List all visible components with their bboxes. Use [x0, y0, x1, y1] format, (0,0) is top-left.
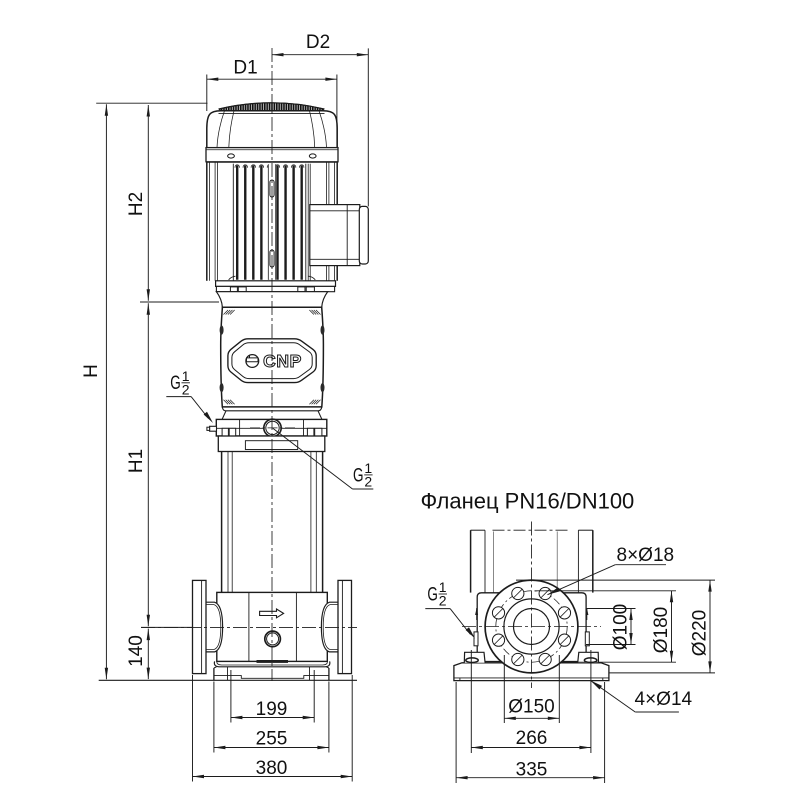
svg-text:G: G — [353, 465, 364, 486]
svg-text:H1: H1 — [126, 449, 147, 473]
svg-text:CNP: CNP — [263, 351, 302, 371]
svg-text:2: 2 — [182, 381, 190, 397]
svg-text:Ø220: Ø220 — [690, 610, 711, 656]
svg-text:G: G — [427, 584, 438, 605]
svg-text:255: 255 — [256, 729, 288, 750]
svg-text:D1: D1 — [233, 58, 257, 79]
svg-text:Ø150: Ø150 — [508, 697, 554, 718]
svg-text:1: 1 — [182, 368, 190, 384]
svg-text:Ø100: Ø100 — [611, 604, 632, 650]
svg-text:266: 266 — [516, 728, 548, 749]
svg-text:Ø180: Ø180 — [651, 607, 672, 653]
svg-text:2: 2 — [439, 593, 447, 609]
svg-text:2: 2 — [364, 474, 372, 490]
svg-text:199: 199 — [256, 699, 288, 720]
svg-text:H2: H2 — [126, 192, 147, 216]
svg-text:8×Ø18: 8×Ø18 — [617, 545, 675, 566]
svg-text:4×Ø14: 4×Ø14 — [635, 689, 693, 710]
svg-text:380: 380 — [256, 758, 288, 779]
svg-text:1: 1 — [364, 460, 372, 476]
svg-text:140: 140 — [126, 635, 147, 667]
svg-text:Фланец PN16/DN100: Фланец PN16/DN100 — [421, 489, 635, 514]
svg-text:335: 335 — [516, 760, 548, 781]
svg-text:D2: D2 — [306, 32, 330, 53]
svg-text:G: G — [170, 373, 181, 394]
svg-text:H: H — [81, 364, 102, 378]
svg-text:1: 1 — [439, 579, 447, 595]
